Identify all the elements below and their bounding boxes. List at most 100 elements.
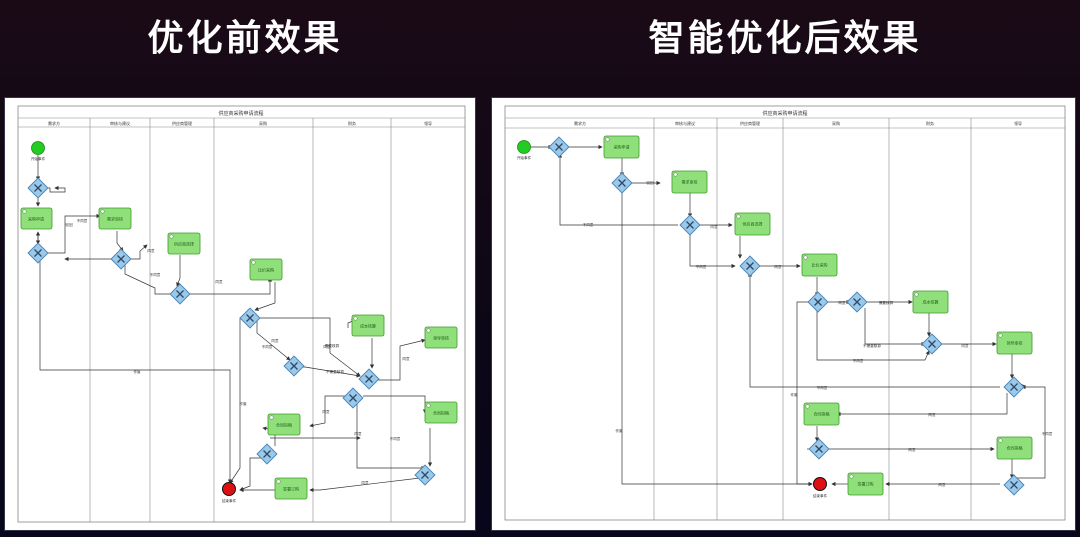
edge-label: 驳回 [65, 222, 73, 227]
start-event-label: 开始事件 [31, 156, 46, 161]
lane-header: 采购 [832, 120, 840, 126]
user-icon [998, 333, 1003, 338]
diagram-title: 供应商采购申请流程 [218, 110, 263, 117]
edge-label: 同意 [710, 224, 718, 229]
edge-label: 同意 [147, 248, 155, 253]
task-box [249, 258, 283, 281]
swimlane-dividers [653, 118, 972, 520]
task-box [803, 402, 840, 426]
task-box [167, 232, 201, 255]
task-box [424, 326, 458, 349]
task-box [671, 170, 708, 194]
task-label: 合同拟稿 [1007, 445, 1023, 451]
edge-label: 不同意 [77, 218, 88, 223]
user-icon [998, 438, 1003, 443]
end-event [222, 482, 236, 496]
after-diagram: 供应商采购申请流程 需求方 审核与建议 供应商管理 采购 财务 领导 [504, 105, 1066, 521]
user-icon [605, 137, 610, 142]
task-label: 需求审核 [107, 216, 123, 222]
edge-label: 驳回 [646, 180, 654, 185]
lane-header: 需求方 [48, 120, 60, 126]
task-label: 领导审核 [433, 335, 449, 341]
task-label: 采购申请 [28, 216, 44, 222]
edge-label: 不同意 [583, 222, 594, 227]
user-icon [353, 316, 358, 321]
after-optimization-heading: 智能优化后效果 [648, 18, 922, 59]
task-label: 签署订购 [283, 486, 299, 492]
edge-label: 同意 [402, 356, 410, 361]
edge-label: 不同意 [817, 385, 828, 390]
task-box [603, 135, 640, 159]
task-box [912, 290, 949, 314]
user-icon [426, 328, 431, 333]
end-event-label: 结束事件 [813, 493, 828, 498]
task-box [98, 207, 132, 230]
edge-label: 不同意 [390, 436, 401, 441]
user-icon [269, 415, 274, 420]
task-box [267, 413, 301, 436]
user-icon [736, 214, 741, 219]
edge-label: 不同意 [1042, 431, 1053, 436]
before-diagram-panel: 供应商采购申请流程 需求方 审核与建议 供应商管理 采购 财务 领导 [5, 98, 475, 530]
lane-header: 财务 [348, 120, 356, 126]
flow-edges [35, 155, 433, 493]
edge-label: 作废 [133, 369, 141, 374]
lane-header: 需求方 [574, 120, 586, 126]
user-icon [276, 479, 281, 484]
lane-header: 供应商管理 [740, 120, 760, 126]
edge-label: 同意 [961, 343, 969, 348]
task-box [996, 331, 1033, 355]
user-icon [803, 255, 808, 260]
edge-label: 作废 [790, 392, 798, 397]
edge-label: 不需要核算 [863, 343, 881, 348]
task-label: 成本核算 [360, 323, 376, 329]
task-label: 供应商选择 [174, 241, 194, 247]
edge-label: 同意 [215, 279, 223, 284]
diagram-title: 供应商采购申请流程 [762, 110, 807, 117]
task-label: 供应商选择 [743, 221, 763, 227]
task-label: 签署订购 [858, 481, 874, 487]
edge-label: 同意 [322, 409, 330, 414]
user-icon [169, 234, 174, 239]
user-icon [914, 292, 919, 297]
edge-label: 需要核算 [879, 300, 894, 305]
task-box [847, 472, 884, 496]
task-box [734, 212, 771, 236]
user-icon [251, 260, 256, 265]
user-icon [426, 403, 431, 408]
edge-label: 同意 [774, 264, 782, 269]
edge-label: 同意 [838, 300, 846, 305]
edge-label: 同意 [938, 482, 946, 487]
task-box [801, 253, 838, 277]
user-icon [22, 209, 27, 214]
lane-header: 采购 [259, 120, 267, 126]
task-label: 比价采购 [258, 267, 274, 273]
task-box [996, 436, 1033, 460]
task-label: 合同拟稿 [433, 410, 449, 416]
user-icon [849, 474, 854, 479]
start-event [517, 140, 531, 154]
task-label: 领导审核 [1007, 340, 1023, 346]
task-label: 比价采购 [812, 262, 828, 268]
task-label: 合同拟稿 [814, 411, 830, 417]
edge-label: 同意 [908, 447, 916, 452]
task-box [424, 401, 458, 424]
task-box [274, 477, 308, 500]
lane-header: 供应商管理 [172, 120, 192, 126]
edge-label: 作废 [239, 401, 247, 406]
task-label: 合同拟稿 [276, 422, 292, 428]
before-optimization-heading: 优化前效果 [147, 18, 343, 59]
edge-label: 不同意 [696, 264, 707, 269]
start-event [31, 141, 45, 155]
task-label: 成本核算 [923, 299, 939, 305]
end-event-label: 结束事件 [222, 498, 237, 503]
task-label: 采购申请 [614, 144, 630, 150]
user-icon [805, 404, 810, 409]
edge-label: 同意 [928, 412, 936, 417]
edge-label: 同意 [354, 431, 362, 436]
edge-label: 不同意 [150, 272, 161, 277]
task-box [20, 207, 53, 230]
lane-header: 财务 [926, 120, 934, 126]
lane-header: 审核与建议 [110, 120, 130, 126]
lane-header: 审核与建议 [675, 120, 695, 126]
